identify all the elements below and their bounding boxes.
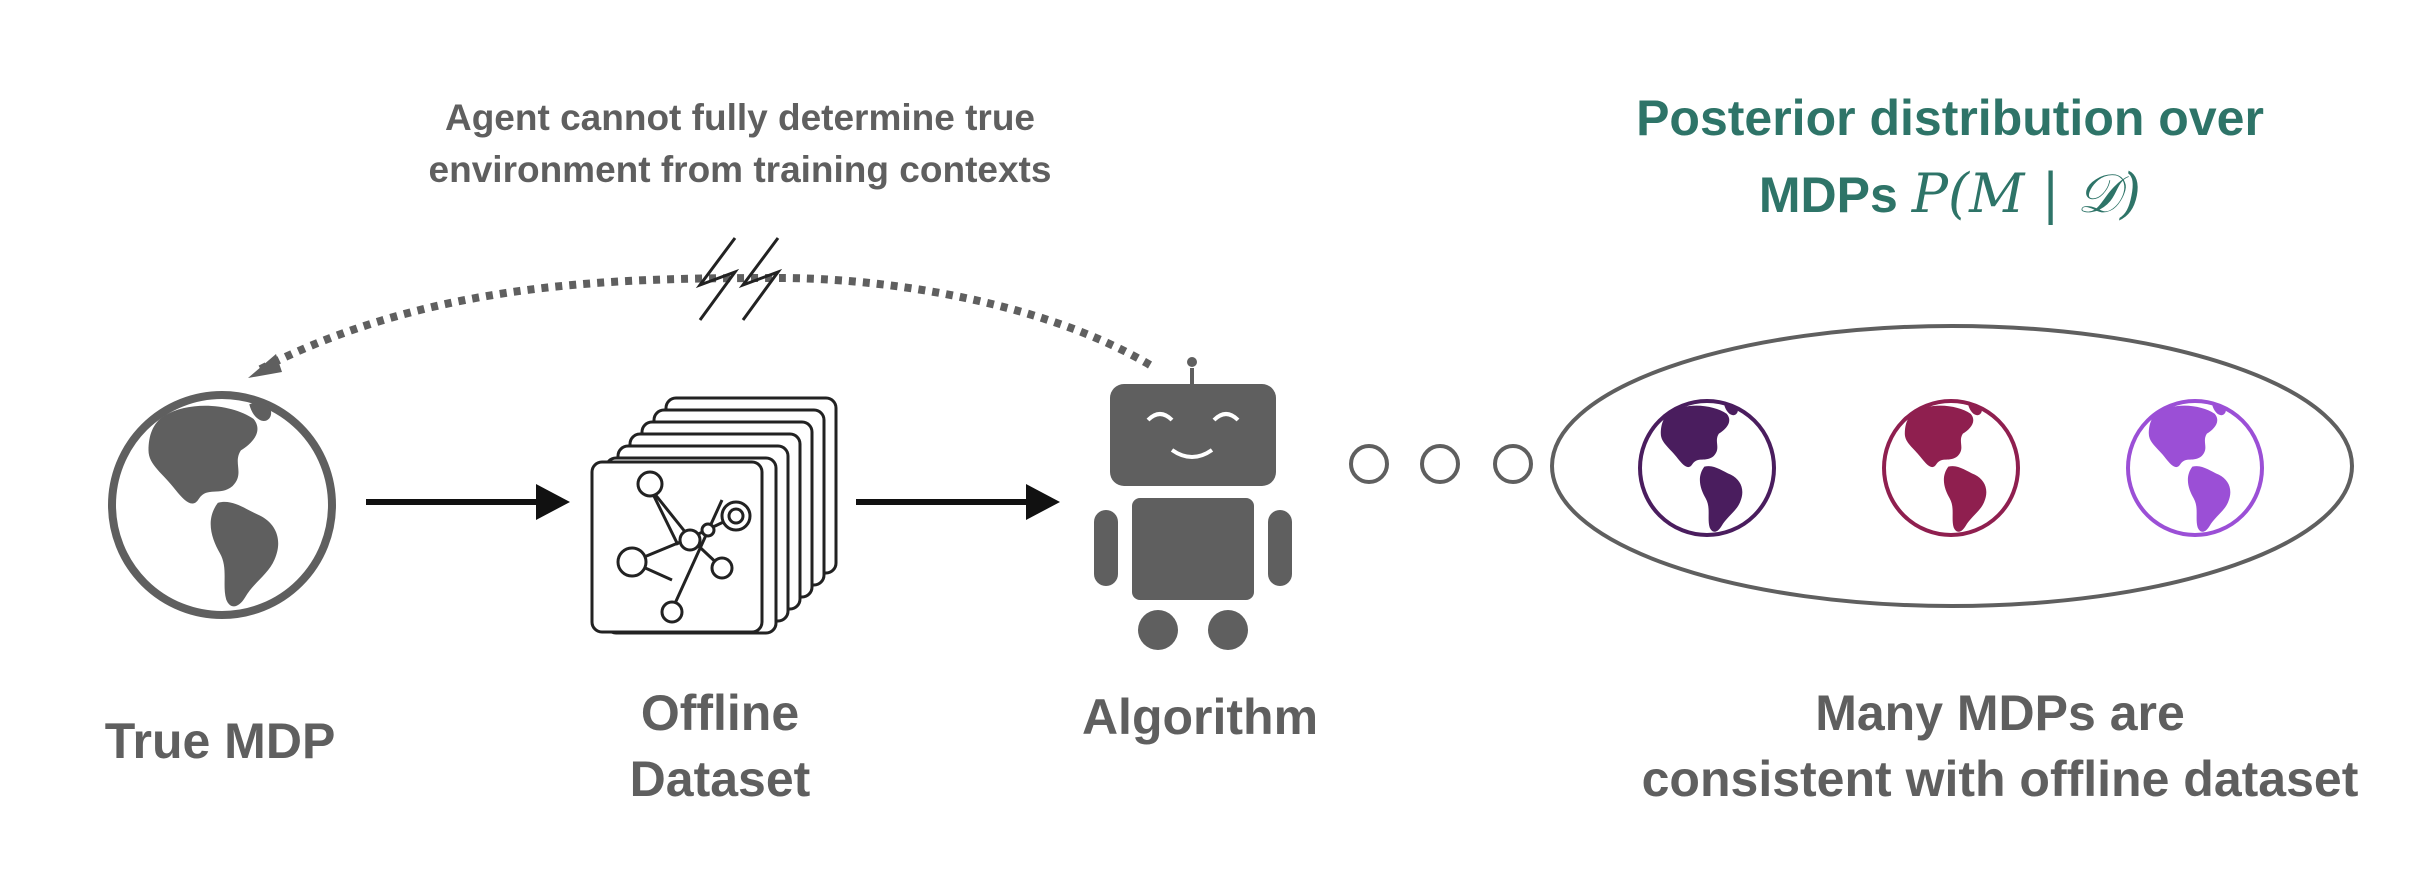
label-many-line2: consistent with offline dataset <box>1641 751 2359 807</box>
stacked-network-cards-icon <box>590 396 838 635</box>
globe-icon-magenta <box>1882 399 2020 537</box>
posterior-title-line2: MDPs P(M | 𝒟) <box>1560 156 2340 233</box>
posterior-title-line1: Posterior distribution over <box>1636 90 2264 146</box>
label-many-mdps: Many MDPs are consistent with offline da… <box>1600 680 2400 812</box>
top-caption: Agent cannot fully determine true enviro… <box>330 92 1150 196</box>
lightning-bolt-icon <box>695 237 783 321</box>
arrow-dataset-to-robot <box>856 484 1060 520</box>
globe-icon-purple-dark <box>1638 399 1776 537</box>
label-offline-line1: Offline <box>640 685 800 741</box>
label-true-mdp: True MDP <box>104 713 336 769</box>
thought-dots <box>1349 444 1533 484</box>
label-algorithm: Algorithm <box>1081 689 1319 745</box>
globe-icon-violet <box>2126 399 2264 537</box>
arrow-globe-to-dataset <box>366 484 570 520</box>
posterior-title: Posterior distribution over MDPs P(M | 𝒟… <box>1560 80 2340 233</box>
top-caption-line2: environment from training contexts <box>428 149 1052 190</box>
top-caption-line1: Agent cannot fully determine true <box>444 97 1035 138</box>
posterior-formula: P(M | 𝒟) <box>1911 162 2142 225</box>
label-offline-line2: Dataset <box>629 751 811 807</box>
feedback-arrowhead <box>248 354 282 378</box>
posterior-title-prefix: MDPs <box>1758 167 1912 223</box>
label-many-line1: Many MDPs are <box>1815 685 2185 741</box>
label-offline-dataset: Offline Dataset <box>560 680 880 812</box>
feedback-dotted-arrow <box>253 273 1153 376</box>
robot-icon <box>1094 357 1292 650</box>
globe-icon <box>108 391 336 619</box>
